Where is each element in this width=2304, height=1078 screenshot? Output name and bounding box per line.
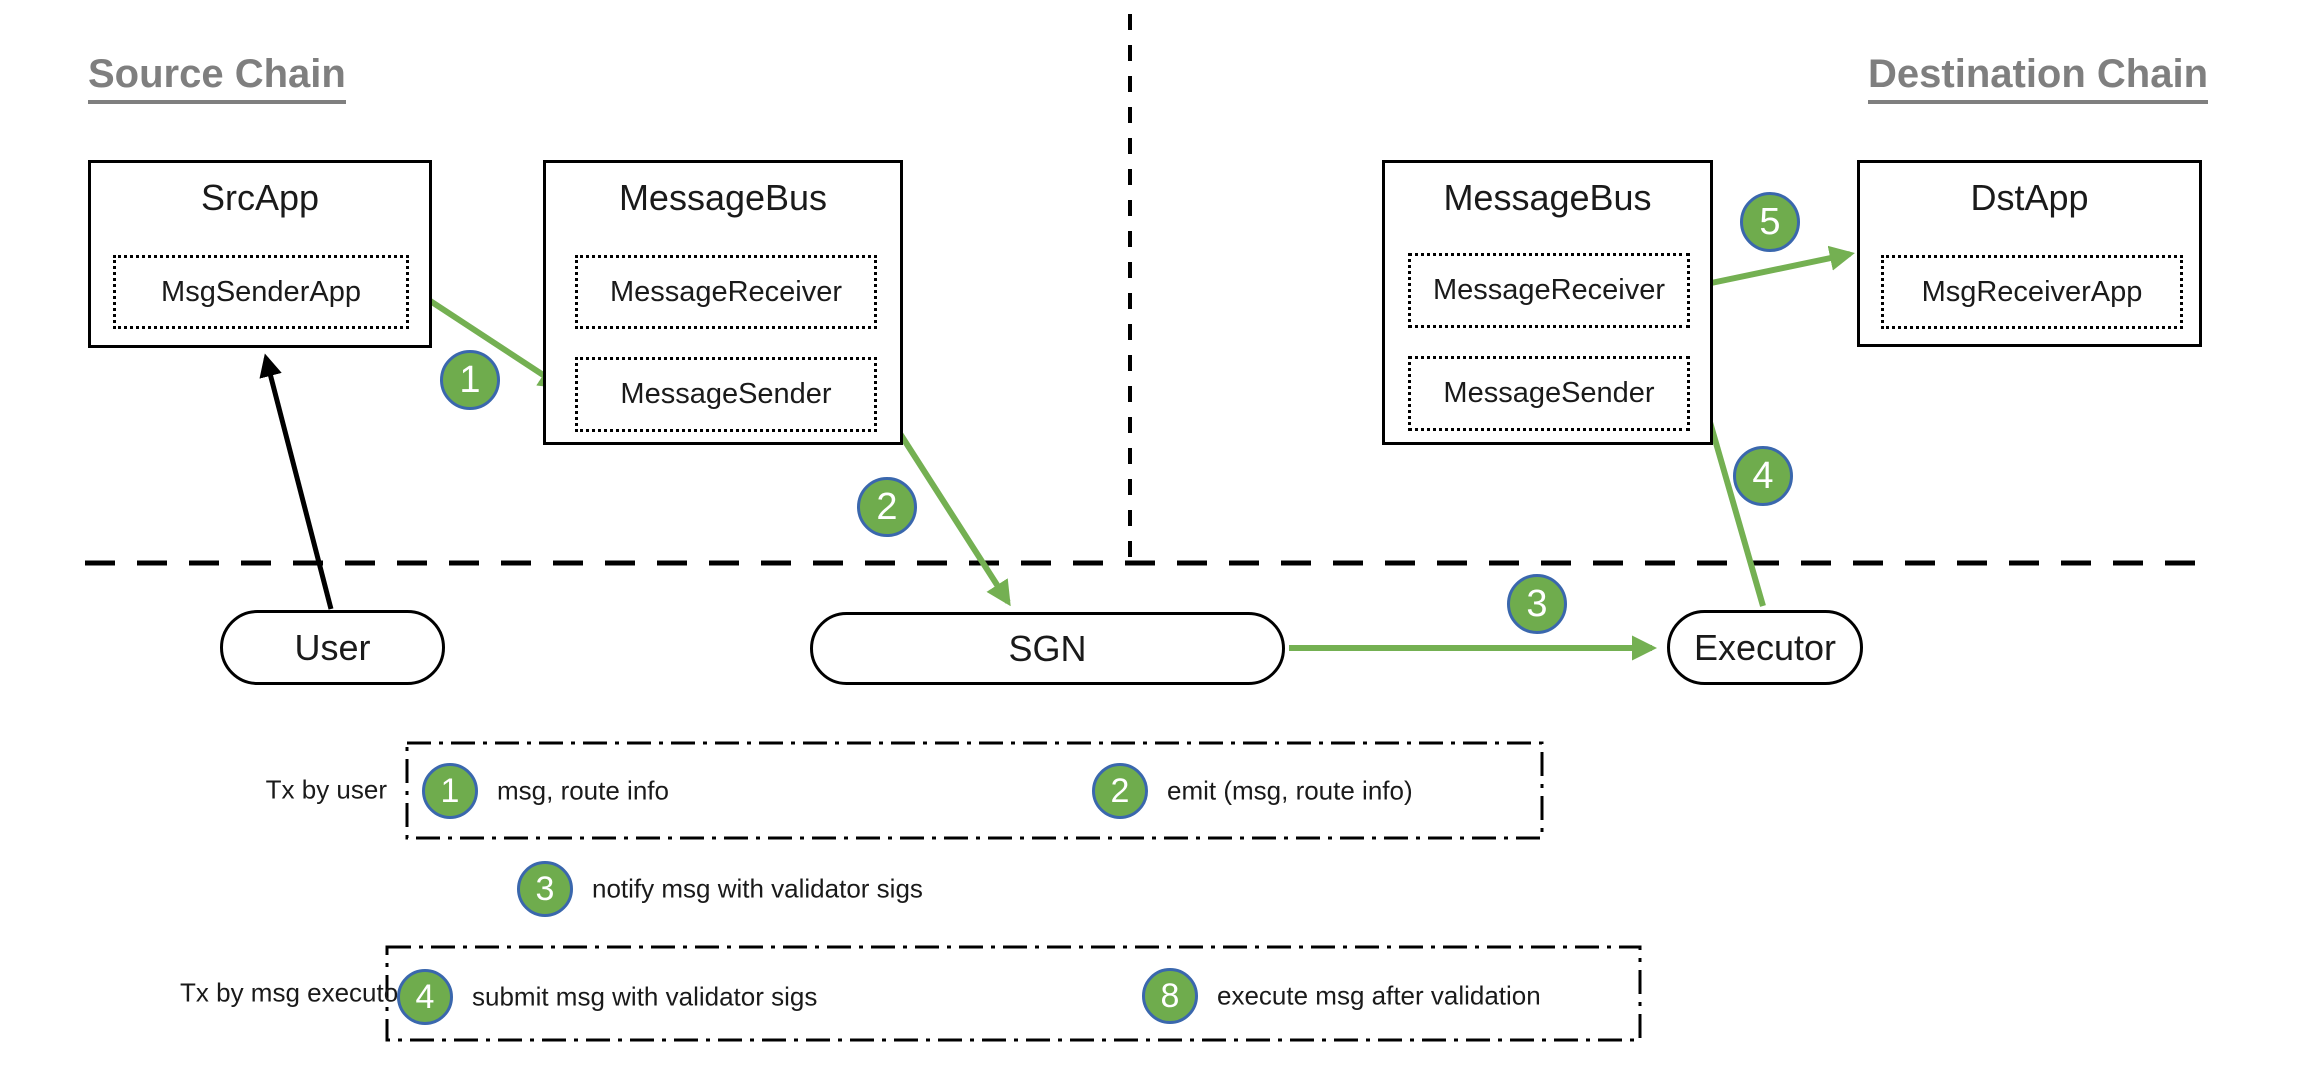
messagereceiver-src-box: MessageReceiver: [575, 255, 877, 329]
messagebus-dst-title: MessageBus: [1443, 177, 1652, 218]
step-badge-4: 4: [1733, 446, 1793, 506]
legend-badge-2: 2: [1092, 763, 1148, 819]
legend-item-4-text: submit msg with validator sigs: [472, 981, 818, 1012]
srcapp-title: SrcApp: [200, 177, 320, 218]
legend-item-1-text: msg, route info: [497, 775, 669, 806]
messagesender-src-box: MessageSender: [575, 357, 877, 432]
arrow-user-to-srcapp: [259, 353, 334, 610]
step-badge-5: 5: [1740, 192, 1800, 252]
messagebus-src-title: MessageBus: [618, 177, 828, 218]
destination-chain-heading: Destination Chain: [1868, 52, 2209, 104]
step-badge-1: 1: [440, 350, 500, 410]
arrow-step5-messagereceiver-to-dstapp: [1691, 245, 1855, 290]
legend-badge-4: 4: [397, 969, 453, 1025]
messagebus-dst-box: MessageBus MessageReceiver MessageSender: [1382, 160, 1713, 445]
executor-node: Executor: [1667, 610, 1863, 685]
messagesender-dst-box: MessageSender: [1408, 356, 1690, 431]
msgsenderapp-box: MsgSenderApp: [113, 255, 409, 329]
messagereceiver-dst-box: MessageReceiver: [1408, 253, 1690, 328]
messagebus-src-box: MessageBus MessageReceiver MessageSender: [543, 160, 903, 445]
legend-group2-label: Tx by msg executor: [180, 977, 407, 1008]
legend-item-2-text: emit (msg, route info): [1167, 775, 1413, 806]
legend-group1-label: Tx by user: [265, 774, 387, 805]
msgreceiverapp-box: MsgReceiverApp: [1881, 255, 2183, 329]
legend-badge-3: 3: [517, 861, 573, 917]
step-badge-2: 2: [857, 477, 917, 537]
srcapp-box: SrcApp MsgSenderApp: [88, 160, 432, 348]
legend-item-8-text: execute msg after validation: [1217, 980, 1541, 1011]
legend-badge-1: 1: [422, 763, 478, 819]
legend-badge-8: 8: [1142, 968, 1198, 1024]
legend-item-3-text: notify msg with validator sigs: [592, 873, 923, 904]
user-node: User: [220, 610, 445, 685]
dstapp-box: DstApp MsgReceiverApp: [1857, 160, 2202, 347]
source-chain-heading: Source Chain: [88, 52, 346, 104]
step-badge-3: 3: [1507, 574, 1567, 634]
dstapp-title: DstApp: [1970, 177, 2089, 218]
sgn-node: SGN: [810, 612, 1285, 685]
